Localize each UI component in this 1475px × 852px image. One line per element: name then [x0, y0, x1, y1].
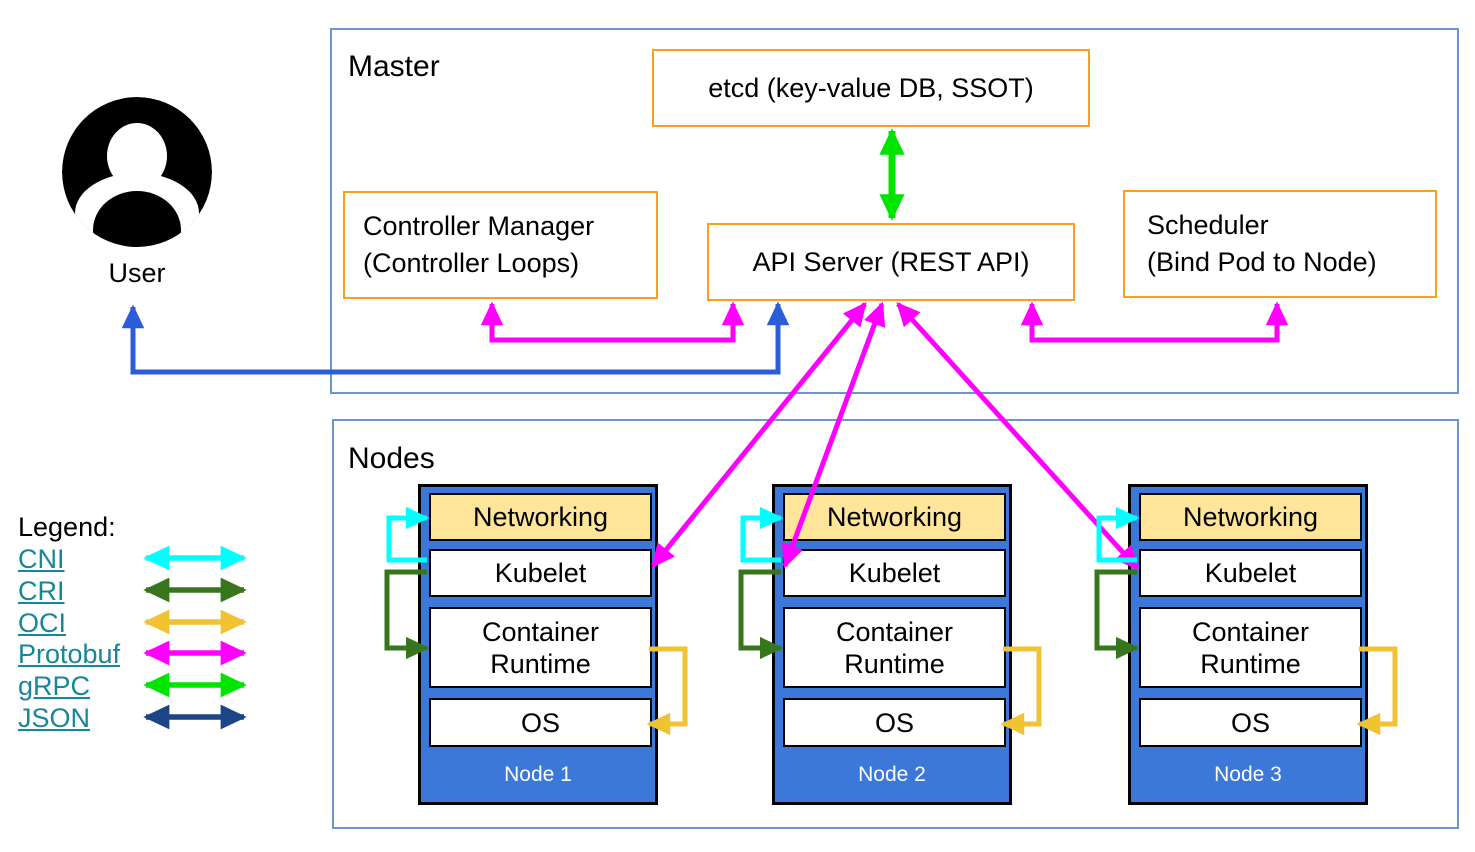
scheduler-label: Scheduler [1147, 210, 1269, 240]
controller-manager-sublabel: (Controller Loops) [363, 248, 580, 278]
user-avatar-icon [62, 97, 212, 247]
node-1: Networking Kubelet Container Runtime OS … [418, 484, 658, 805]
container-runtime-layer: Container Runtime [783, 607, 1006, 688]
container-runtime-layer: Container Runtime [1139, 607, 1362, 688]
master-box [330, 28, 1459, 394]
controller-manager-label: Controller Manager [363, 211, 595, 241]
kubelet-layer: Kubelet [1139, 549, 1362, 597]
user-label: User [108, 258, 166, 288]
os-layer: OS [1139, 698, 1362, 747]
kubelet-layer: Kubelet [429, 549, 652, 597]
controller-manager-box: Controller Manager (Controller Loops) [343, 191, 658, 299]
nodes-box [332, 419, 1459, 829]
networking-layer: Networking [1139, 493, 1362, 541]
legend-link-json[interactable]: JSON [18, 703, 91, 733]
legend-link-cni[interactable]: CNI [18, 544, 65, 574]
legend-link-oci[interactable]: OCI [18, 608, 67, 638]
master-title: Master [348, 50, 440, 83]
os-layer: OS [783, 698, 1006, 747]
node-label: Node 1 [504, 763, 572, 786]
legend-link-protobuf[interactable]: Protobuf [18, 639, 121, 669]
api-server-box: API Server (REST API) [707, 223, 1075, 301]
os-layer: OS [429, 698, 652, 747]
node-label: Node 3 [1214, 763, 1282, 786]
legend-link-grpc[interactable]: gRPC [18, 671, 91, 701]
node-label: Node 2 [858, 763, 926, 786]
etcd-box: etcd (key-value DB, SSOT) [652, 49, 1090, 127]
container-runtime-layer: Container Runtime [429, 607, 652, 688]
scheduler-box: Scheduler (Bind Pod to Node) [1123, 190, 1437, 298]
networking-layer: Networking [783, 493, 1006, 541]
api-server-label: API Server (REST API) [752, 246, 1030, 277]
nodes-title: Nodes [348, 442, 435, 475]
scheduler-sublabel: (Bind Pod to Node) [1147, 247, 1377, 277]
legend-title: Legend: [18, 512, 116, 542]
networking-layer: Networking [429, 493, 652, 541]
node-2: Networking Kubelet Container Runtime OS … [772, 484, 1012, 805]
node-3: Networking Kubelet Container Runtime OS … [1128, 484, 1368, 805]
kubelet-layer: Kubelet [783, 549, 1006, 597]
etcd-label: etcd (key-value DB, SSOT) [708, 72, 1034, 103]
legend-link-cri[interactable]: CRI [18, 576, 65, 606]
